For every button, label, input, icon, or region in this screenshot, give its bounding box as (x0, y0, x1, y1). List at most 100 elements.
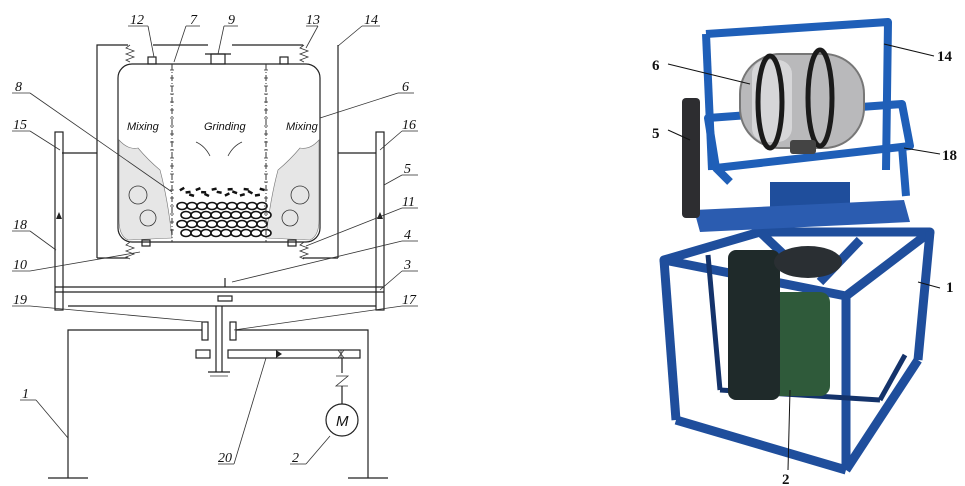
drum-hatch (790, 140, 816, 154)
grinding-fragment (203, 192, 210, 198)
zone-grinding: Grinding (204, 121, 246, 133)
rotating-platform (694, 200, 910, 232)
grinding-ball (186, 201, 198, 211)
flow-arrow-left (195, 141, 211, 157)
grinding-ball (220, 210, 232, 220)
grinding-ball (186, 219, 198, 229)
grinding-fragment (239, 192, 246, 197)
grinding-ball (200, 228, 212, 238)
grinding-ball (190, 210, 202, 220)
grinding-fragment (195, 187, 201, 192)
photo-callout-18: 18 (942, 148, 957, 164)
grinding-fragment (227, 187, 233, 191)
grinding-ball (176, 219, 188, 229)
callout-2: 2 (292, 451, 299, 466)
callout-12: 12 (130, 13, 144, 28)
side-post-left (54, 131, 64, 311)
gear-motor (770, 292, 830, 396)
grinding-ball (180, 228, 192, 238)
grinding-ball (226, 219, 238, 229)
grinding-ball (250, 210, 262, 220)
grinding-ball (236, 219, 248, 229)
grinding-ball (206, 219, 218, 229)
flow-arrow-right (227, 141, 243, 157)
callout-5: 5 (404, 162, 411, 177)
callout-17: 17 (402, 293, 417, 308)
photo-callout-2: 2 (782, 472, 790, 486)
callout-9: 9 (228, 13, 235, 28)
zone-mixing-left: Mixing (127, 121, 160, 133)
photo-callout-5: 5 (652, 126, 660, 142)
callout-13: 13 (306, 13, 320, 28)
spring-bottom-left (124, 241, 136, 260)
grinding-ball (220, 228, 232, 238)
grinding-fragment (188, 193, 195, 198)
callout-16: 16 (402, 118, 416, 133)
loading-hatch (210, 53, 226, 65)
belt-drive (227, 349, 361, 359)
callout-15: 15 (13, 118, 27, 133)
turntable (774, 246, 842, 278)
housing-outline (96, 44, 339, 258)
coupling-symbol (334, 375, 350, 387)
grinding-ball (226, 201, 238, 211)
callout-8: 8 (15, 80, 22, 95)
motor-mount (728, 250, 780, 400)
grinding-fragment (254, 193, 261, 197)
motor-letter: M (336, 413, 349, 430)
grinding-fragment (259, 187, 265, 192)
callout-1: 1 (22, 387, 29, 402)
grinding-ball (210, 228, 222, 238)
grinding-ball (196, 219, 208, 229)
grinding-media (176, 186, 272, 238)
grinding-fragment (211, 187, 217, 191)
spring-bottom-right (298, 241, 310, 260)
grinding-ball (246, 201, 258, 211)
callout-19: 19 (13, 293, 27, 308)
grinding-fragment (185, 190, 191, 194)
grinding-fragment (216, 190, 222, 195)
grinding-ball (190, 228, 202, 238)
drum-straps (755, 47, 835, 151)
grinding-fragment (231, 190, 238, 195)
base-leg-right (236, 329, 369, 478)
schematic-drawing: M Mixing Grinding Mixing (12, 13, 418, 479)
callout-7: 7 (190, 13, 198, 28)
grinding-ball (236, 201, 248, 211)
callout-3: 3 (403, 258, 411, 273)
callout-14: 14 (364, 13, 378, 28)
grinding-ball (230, 228, 242, 238)
grinding-fragment (243, 187, 249, 191)
side-post-right (375, 131, 385, 311)
photo-callout-14: 14 (937, 49, 953, 65)
callout-4: 4 (404, 228, 411, 243)
callout-18: 18 (13, 218, 27, 233)
grinding-fragment (247, 189, 254, 195)
grinding-ball (240, 210, 252, 220)
base-leg-left (67, 329, 202, 478)
grinding-fragment (201, 190, 207, 194)
grinding-ball (246, 219, 258, 229)
leader-lines (12, 25, 418, 465)
callout-10: 10 (13, 258, 27, 273)
grinding-ball (240, 228, 252, 238)
grinding-ball (180, 210, 192, 220)
grinding-ball (210, 210, 222, 220)
grinding-ball (200, 210, 212, 220)
grinding-ball (176, 201, 188, 211)
photo-leader-lines (667, 43, 941, 471)
grinding-ball (250, 228, 262, 238)
callout-6: 6 (402, 80, 409, 95)
grinding-fragment (179, 186, 185, 192)
photo-callout-6: 6 (652, 58, 660, 74)
grinding-ball (216, 201, 228, 211)
side-arm (682, 98, 700, 218)
grinding-ball (196, 201, 208, 211)
callout-11: 11 (402, 195, 415, 210)
callout-20: 20 (218, 451, 232, 466)
spring-top-right (298, 44, 310, 63)
grinding-fragment (224, 192, 230, 197)
grinding-ball (206, 201, 218, 211)
grinding-ball (230, 210, 242, 220)
